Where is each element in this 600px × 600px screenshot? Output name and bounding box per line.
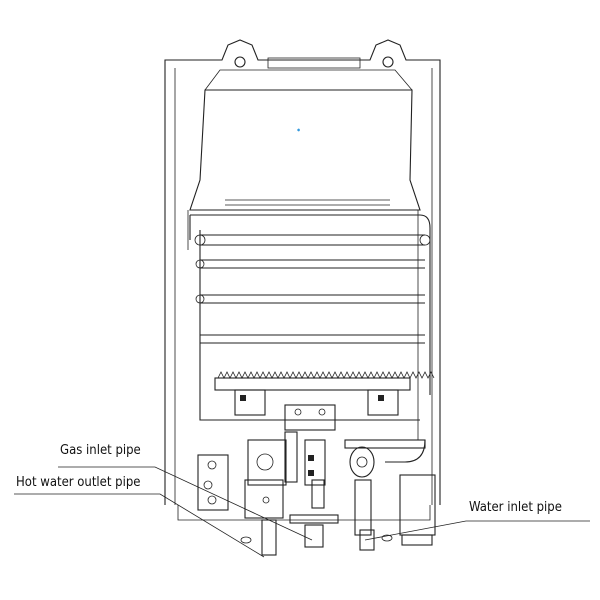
flue-hood: [189, 69, 421, 211]
burner: [214, 371, 435, 431]
hot-water-outlet-pipe-label: Hot water outlet pipe: [16, 475, 141, 490]
heater-frame: [164, 39, 441, 521]
gas-inlet-pipe-label: Gas inlet pipe: [60, 443, 141, 458]
water-inlet-leader: [364, 520, 590, 541]
gas-valve-assembly: [197, 431, 339, 556]
heat-exchanger: [187, 210, 431, 440]
water-inlet-pipe-label: Water inlet pipe: [469, 500, 562, 515]
water-valve-assembly: [240, 439, 436, 551]
gas-inlet-leader: [58, 466, 313, 541]
hot-water-outlet-leader: [14, 493, 265, 558]
leader-lines: [14, 466, 590, 558]
